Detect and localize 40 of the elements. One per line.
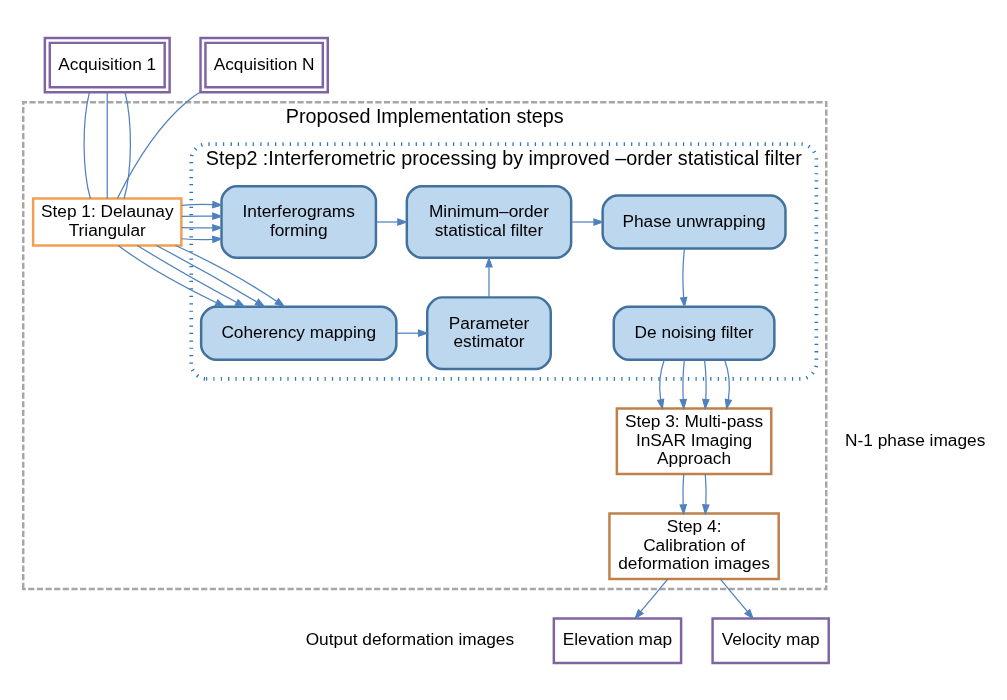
arrow [174, 244, 286, 307]
node-box: Elevation map [552, 616, 683, 664]
arrow [679, 358, 688, 410]
arrow [679, 473, 688, 515]
node-box: Phase unwrapping [601, 193, 787, 250]
arrow [181, 200, 224, 208]
node-box: Minimum–order statistical filter [405, 184, 573, 259]
connector [116, 90, 201, 199]
arrow [570, 217, 605, 226]
arrow [395, 328, 430, 337]
arrow [181, 235, 224, 243]
arrow [701, 358, 710, 410]
node-box: Parameter estimator [425, 295, 552, 370]
node-box: De noising filter [612, 304, 776, 361]
node-box: Acquisition 1 [43, 36, 171, 94]
arrow [634, 578, 669, 620]
node-box: Step 4: Calibration of deformation images [608, 511, 780, 580]
node-box: Interferograms forming [220, 184, 378, 259]
arrow [181, 223, 224, 232]
node-box: Velocity map [711, 616, 830, 664]
arrow [724, 358, 733, 410]
node-box: Acquisition N [199, 36, 329, 94]
arrow [679, 247, 688, 308]
node-box: Coherency mapping [199, 304, 398, 361]
label: Output deformation images [305, 628, 515, 649]
arrow [117, 244, 226, 307]
arrow [719, 578, 755, 620]
node-box: Step 1: Delaunay Triangular [31, 196, 183, 247]
arrow [702, 473, 710, 515]
arrow [656, 358, 665, 410]
arrow [155, 244, 266, 307]
arrow [136, 244, 246, 307]
connector [83, 91, 91, 199]
connector [123, 91, 131, 199]
label: N-1 phase images [845, 429, 986, 450]
connector [106, 91, 108, 199]
node-box: Step 3: Multi-pass InSAR Imaging Approach [615, 406, 773, 475]
arrow [485, 255, 493, 298]
arrow [181, 211, 224, 220]
arrow [375, 217, 409, 226]
